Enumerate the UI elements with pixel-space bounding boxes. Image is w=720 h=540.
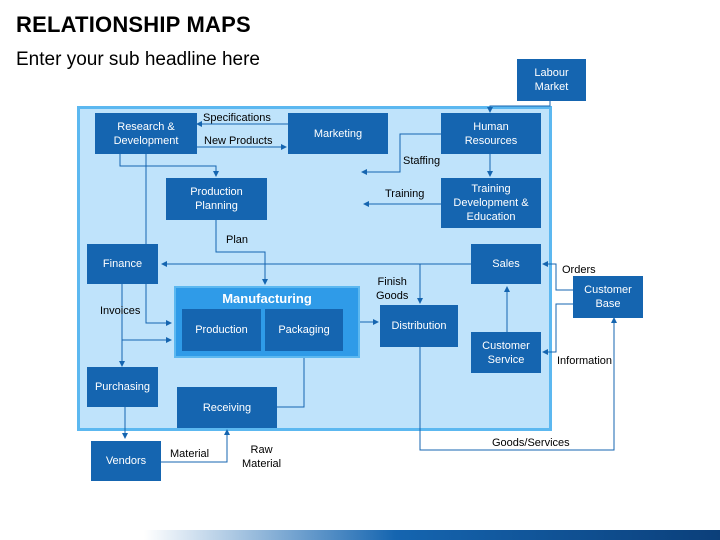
purchasing-box: Purchasing (87, 367, 158, 407)
material-arrow (161, 429, 230, 463)
footer-accent-bar (0, 530, 720, 540)
customer-service-box: Customer Service (471, 332, 541, 373)
human-resources-box: Human Resources (441, 113, 541, 154)
new-products-label: New Products (204, 135, 273, 147)
marketing-box: Marketing (288, 113, 388, 154)
production-planning-box: Production Planning (166, 178, 267, 220)
manufacturing-title: Manufacturing (222, 291, 312, 306)
finish-goods-label: Finish Goods (376, 276, 409, 302)
training-box: Training Development & Education (441, 178, 541, 228)
packaging-box: Packaging (265, 309, 343, 351)
training-label: Training (385, 188, 425, 200)
distribution-box: Distribution (380, 305, 458, 347)
sales-box: Sales (471, 244, 541, 284)
orders-label: Orders (562, 264, 596, 276)
receiving-to-packaging-arrow (277, 352, 307, 408)
material-label: Material (170, 448, 210, 460)
page-title: RELATIONSHIP MAPS (16, 12, 251, 37)
research-development-box: Research & Development (95, 113, 197, 154)
labour-to-hr-arrow (487, 101, 551, 113)
staffing-arrow (361, 133, 441, 175)
production-box: Production (182, 309, 261, 351)
invoices-label: Invoices (100, 305, 141, 317)
specifications-label: Specifications (203, 112, 271, 124)
plan-arrow (215, 220, 268, 285)
goods-services-arrow (419, 317, 617, 451)
receiving-box: Receiving (177, 387, 277, 428)
vendors-box: Vendors (91, 441, 161, 481)
information-arrow (542, 303, 573, 355)
page-subtitle: Enter your sub headline here (16, 49, 260, 70)
customer-base-box: Customer Base (573, 276, 643, 318)
information-label: Information (557, 355, 613, 367)
finance-box: Finance (87, 244, 158, 284)
goods-services-label: Goods/Services (492, 437, 570, 449)
raw-material-label: Raw Material (242, 444, 282, 470)
plan-label: Plan (226, 234, 249, 246)
staffing-label: Staffing (403, 155, 441, 167)
rd-to-planning-arrow (119, 154, 219, 177)
orders-arrow (542, 261, 573, 291)
labour-market-box: Labour Market (517, 59, 586, 101)
finance-to-manufacturing-arrow (145, 284, 172, 326)
